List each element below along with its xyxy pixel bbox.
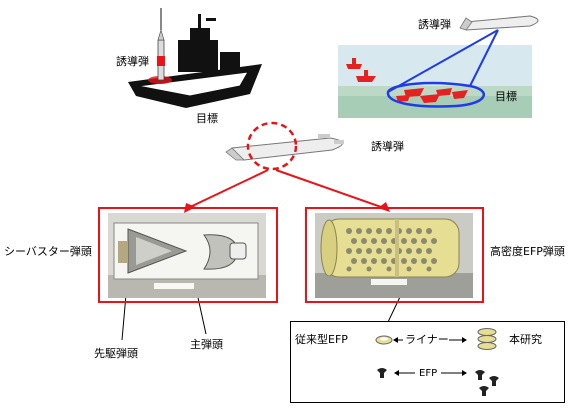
precursor-warhead-label: 先駆弾頭 <box>94 347 138 360</box>
fleet-scene <box>338 29 532 118</box>
high-density-efp-photo <box>315 213 473 298</box>
liner-label: ライナー <box>405 333 449 346</box>
efp-label: EFP <box>419 368 438 379</box>
high-density-efp-box <box>305 207 484 303</box>
target-label-ship: 目標 <box>196 112 218 125</box>
target-label-fleet: 目標 <box>495 90 517 103</box>
connector-lines <box>184 169 390 213</box>
stacked-liner-icon <box>477 328 497 350</box>
conventional-efp-label: 従来型EFP <box>295 333 348 346</box>
efp-projectile-icon <box>377 368 499 396</box>
this-study-label: 本研究 <box>509 333 542 346</box>
high-density-efp-label: 高密度EFP弾頭 <box>490 245 565 258</box>
conventional-liner-icon <box>375 335 393 345</box>
sea-buster-box <box>98 207 278 303</box>
missile-top-right <box>459 15 539 31</box>
efp-comparison-panel: 従来型EFP ライナー 本研究 EFP <box>290 321 565 403</box>
warship-illustration <box>128 8 262 108</box>
missile-label-top-right: 誘導弾 <box>418 18 451 31</box>
sea-buster-label: シーバスター弾頭 <box>4 245 92 258</box>
missile-center <box>225 121 344 171</box>
main-warhead-label: 主弾頭 <box>190 338 223 351</box>
sea-buster-photo <box>108 213 266 298</box>
missile-label-center: 誘導弾 <box>371 140 404 153</box>
missile-label-top-left: 誘導弾 <box>116 55 149 68</box>
